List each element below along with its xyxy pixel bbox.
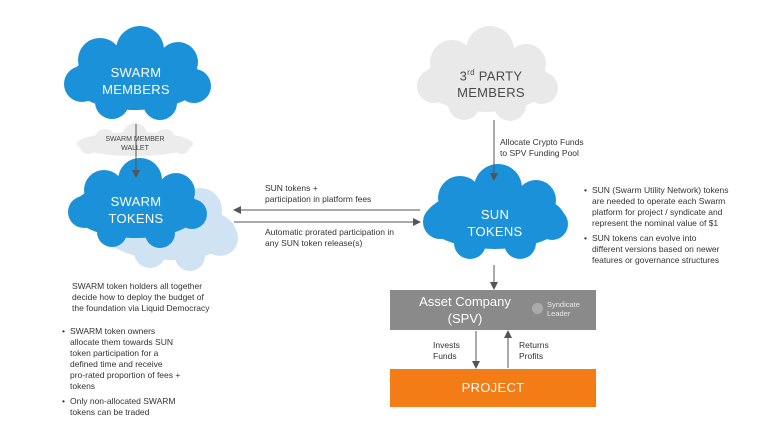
- swarm-tokens-line2: TOKENS: [108, 211, 164, 226]
- asset-company-box: Asset Company (SPV) Syndicate Leader: [390, 290, 596, 330]
- invests-line2: Funds: [433, 351, 457, 361]
- swarm-tokens-label: SWARM TOKENS: [86, 193, 186, 227]
- wallet-line2: WALLET: [121, 145, 149, 152]
- swarm-bullet-trading: Only non-allocated SWARM tokens can be t…: [62, 396, 180, 418]
- project-box: PROJECT: [390, 369, 596, 407]
- swarm-members-cloud-shape: [64, 26, 211, 120]
- prorated-label: Automatic prorated participation in any …: [265, 227, 394, 249]
- syndicate-line1: Syndicate: [547, 300, 580, 309]
- bullet-line: tokens: [70, 381, 96, 391]
- swarm-para-line: the foundation via Liquid Democracy: [72, 303, 210, 313]
- invests-line1: Invests: [433, 340, 460, 350]
- syndicate-leader-icon: [532, 303, 543, 314]
- bullet-line: tokens can be traded: [70, 407, 150, 417]
- bullet-line: pro-rated proportion of fees +: [70, 370, 181, 380]
- sun-tokens-line2: TOKENS: [467, 224, 523, 239]
- prorated-line2: any SUN token release(s): [265, 238, 363, 248]
- bullet-line: represent the nominal value of $1: [592, 218, 719, 228]
- sun-tokens-label: SUN TOKENS: [445, 206, 545, 240]
- bullet-line: are needed to operate each Swarm: [592, 196, 726, 206]
- sun-tokens-line1: SUN: [480, 207, 510, 222]
- third-party-prefix: 3: [459, 68, 468, 84]
- asset-company-line2: (SPV): [447, 311, 483, 326]
- wallet-label: SWARM MEMBER WALLET: [95, 135, 175, 153]
- swarm-notes-paragraph: SWARM token holders all together decide …: [72, 281, 210, 314]
- sun-fees-label: SUN tokens + participation in platform f…: [265, 183, 371, 205]
- third-party-label: 3rd PARTY MEMBERS: [436, 64, 546, 101]
- syndicate-leader-label: Syndicate Leader: [547, 300, 580, 318]
- swarm-tokens-cloud-shape: [68, 158, 207, 248]
- swarm-para-line: SWARM token holders all together: [72, 281, 203, 291]
- bullet-line: SUN (Swarm Utility Network) tokens: [592, 185, 729, 195]
- asset-company-line1: Asset Company: [419, 294, 511, 309]
- prorated-line1: Automatic prorated participation in: [265, 227, 394, 237]
- third-party-line1: 3rd PARTY: [436, 64, 546, 84]
- third-party-sup: rd: [467, 68, 475, 77]
- sun-notes-bullets: SUN (Swarm Utility Network) tokens are n…: [584, 185, 729, 270]
- third-party-suffix: PARTY: [474, 68, 523, 84]
- swarm-para-line: decide how to deploy the budget of: [72, 292, 204, 302]
- wallet-line1: SWARM MEMBER: [105, 136, 165, 143]
- bullet-line: Only non-allocated SWARM: [70, 396, 176, 406]
- bullet-line: defined time and receive: [70, 359, 163, 369]
- wallet-cloud-shape: [77, 123, 193, 156]
- bullet-line: features or governance structures: [592, 255, 720, 265]
- swarm-bullet-allocation: SWARM token owners allocate them towards…: [62, 326, 180, 392]
- allocate-line2: to SPV Funding Pool: [500, 148, 579, 158]
- sun-fees-line1: SUN tokens +: [265, 183, 318, 193]
- bullet-line: different versions based on newer: [592, 244, 720, 254]
- bullet-line: allocate them towards SUN: [70, 337, 173, 347]
- allocate-label: Allocate Crypto Funds to SPV Funding Poo…: [500, 137, 584, 159]
- swarm-tokens-line1: SWARM: [110, 194, 162, 209]
- sun-bullet-utility: SUN (Swarm Utility Network) tokens are n…: [584, 185, 729, 229]
- asset-company-title: Asset Company (SPV): [390, 293, 540, 327]
- swarm-members-label: SWARM MEMBERS: [86, 64, 186, 98]
- third-party-line2: MEMBERS: [457, 85, 525, 101]
- invests-label: Invests Funds: [433, 340, 460, 362]
- returns-label: Returns Profits: [519, 340, 549, 362]
- swarm-members-line1: SWARM: [110, 65, 162, 80]
- returns-line2: Profits: [519, 351, 544, 361]
- bullet-line: SWARM token owners: [70, 326, 156, 336]
- bullet-line: platform for project / syndicate and: [592, 207, 723, 217]
- returns-line1: Returns: [519, 340, 549, 350]
- sun-fees-line2: participation in platform fees: [265, 194, 372, 204]
- sun-tokens-cloud-shape: [423, 164, 568, 259]
- bullet-line: token participation for a: [70, 348, 159, 358]
- third-party-cloud-shape: [417, 26, 558, 121]
- syndicate-line2: Leader: [547, 309, 571, 318]
- bullet-line: SUN tokens can evolve into: [592, 233, 697, 243]
- sun-bullet-versions: SUN tokens can evolve into different ver…: [584, 233, 729, 266]
- allocate-line1: Allocate Crypto Funds: [500, 137, 584, 147]
- swarm-members-line2: MEMBERS: [102, 82, 170, 97]
- swarm-notes-bullets: SWARM token owners allocate them towards…: [62, 326, 180, 422]
